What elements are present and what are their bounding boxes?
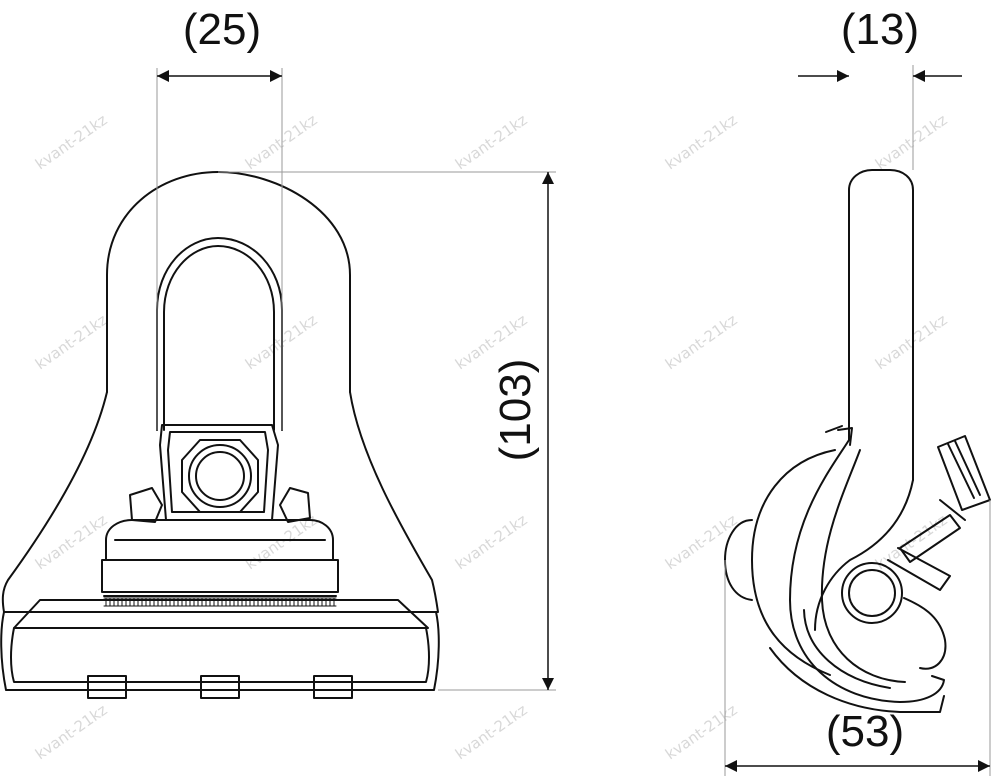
dimension-lines — [157, 70, 990, 772]
watermark: kvant-21kz — [32, 111, 111, 174]
watermark: kvant-21kz — [872, 311, 951, 374]
dimension-height: (103) — [491, 359, 540, 462]
clamp-block — [101, 559, 339, 593]
dimension-width-top: (25) — [183, 5, 261, 54]
hook-tip — [903, 597, 947, 670]
bolt-head — [188, 444, 252, 508]
watermark: kvant-21kz — [662, 111, 741, 174]
clip-right — [313, 675, 353, 699]
clip-center — [200, 675, 240, 699]
side-disc — [751, 449, 836, 676]
watermark: kvant-21kz — [32, 511, 111, 574]
watermark: kvant-21kz — [452, 701, 531, 764]
watermark: kvant-21kz — [662, 311, 741, 374]
body-outline — [1, 391, 439, 613]
dimension-thickness: (13) — [841, 5, 919, 54]
watermark: kvant-21kz — [452, 511, 531, 574]
watermark: kvant-21kz — [662, 511, 741, 574]
left-lug — [129, 487, 163, 523]
side-bolt-arm — [899, 514, 961, 563]
watermark: kvant-21kz — [872, 111, 951, 174]
saddle — [105, 519, 334, 561]
bail-slot-inner — [163, 245, 275, 431]
side-pin — [841, 562, 903, 624]
serration-hatch — [105, 598, 335, 606]
hook-body — [789, 439, 945, 703]
bail-slot — [156, 237, 283, 431]
clip-left — [87, 675, 127, 699]
watermark: kvant-21kz — [662, 701, 741, 764]
bail-outer — [106, 171, 351, 393]
side-base — [769, 647, 945, 713]
base-plate — [0, 611, 440, 691]
side-bail — [848, 169, 914, 481]
extension-lines — [156, 65, 991, 776]
teeth-strip — [103, 597, 337, 607]
front-view — [0, 171, 440, 699]
hex-nut — [181, 439, 259, 513]
watermark: kvant-21kz — [242, 111, 321, 174]
watermark: kvant-21kz — [32, 701, 111, 764]
watermark: kvant-21kz — [32, 311, 111, 374]
side-view — [724, 169, 991, 713]
bolt-block-inner — [167, 431, 269, 513]
side-bolt-head — [937, 435, 991, 511]
watermark: kvant-21kz — [452, 111, 531, 174]
dimension-depth: (53) — [826, 707, 904, 756]
